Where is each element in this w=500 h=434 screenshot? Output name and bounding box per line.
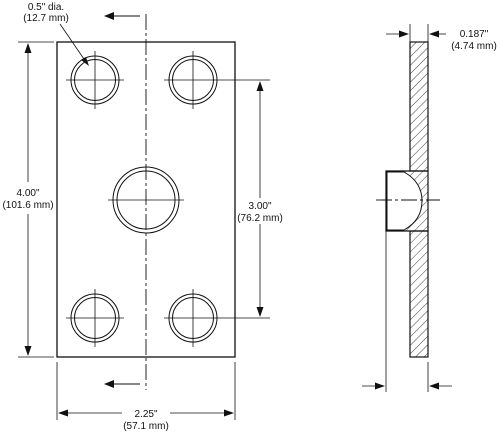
thickness-dimension: 0.187" (4.74 mm): [386, 24, 497, 52]
height-dimension: 4.00" (101.6 mm): [2, 41, 54, 358]
section-arrow-bottom: [104, 380, 140, 388]
front-view: 0.5" dia. (12.7 mm) 4.00" (101.6 mm) 3.0…: [2, 2, 282, 432]
width-dimension: 2.25" (57.1 mm): [56, 362, 236, 432]
hole-callout-text-metric: (12.7 mm): [23, 13, 69, 24]
width-dimension-text-metric: (57.1 mm): [123, 421, 169, 432]
hole-spacing-text-metric: (76.2 mm): [237, 213, 283, 224]
hole-spacing-text: 3.00": [248, 201, 271, 212]
hole-callout: 0.5" dia. (12.7 mm): [23, 2, 89, 66]
height-dimension-text-metric: (101.6 mm): [2, 200, 53, 211]
height-dimension-text: 4.00": [16, 188, 39, 199]
thickness-dimension-text-metric: (4.74 mm): [451, 41, 497, 52]
hole-center: [108, 166, 184, 234]
section-plate-lower: [409, 230, 429, 358]
width-dimension-text: 2.25": [134, 409, 157, 420]
section-plate-upper: [409, 41, 429, 172]
side-view: 0.187" (4.74 mm): [362, 24, 497, 392]
hole-callout-text: 0.5" dia.: [28, 2, 64, 13]
countersink-cavity: [386, 171, 423, 231]
hole-bottom-left: [66, 289, 124, 347]
thickness-dimension-text: 0.187": [460, 29, 489, 40]
side-bottom-dimension: [362, 362, 452, 392]
section-arrow-top: [104, 12, 140, 20]
hole-top-left: [66, 51, 124, 109]
hole-top-right: [164, 51, 240, 109]
hole-spacing-dimension: 3.00" (76.2 mm): [237, 79, 283, 319]
hole-bottom-right: [164, 289, 240, 347]
